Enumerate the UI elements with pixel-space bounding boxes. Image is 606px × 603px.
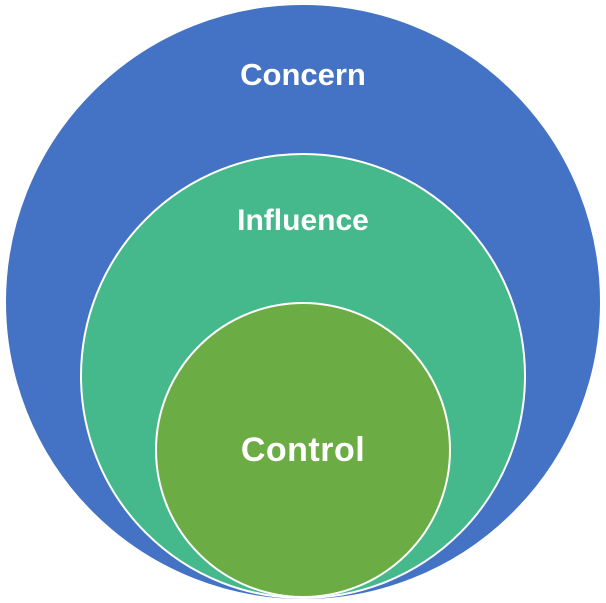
- control-circle: [155, 302, 451, 598]
